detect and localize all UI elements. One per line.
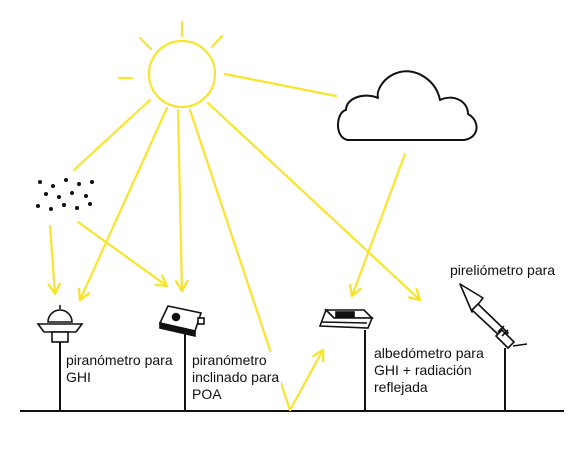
tilted-pyranometer-icon bbox=[158, 305, 205, 411]
pyrheliometer-label: pireliómetro para bbox=[448, 262, 558, 279]
label-line: piranómetro bbox=[192, 352, 267, 368]
label-line: pireliómetro para bbox=[450, 262, 556, 278]
albedometer-icon bbox=[318, 308, 374, 411]
ray-ground-reflection bbox=[288, 348, 325, 412]
ray-sun-to-poa bbox=[174, 108, 189, 293]
label-line: reflejada bbox=[374, 379, 428, 395]
pyrheliometer-icon bbox=[459, 283, 528, 411]
poa-pyranometer-label: piranómetro inclinado para POA bbox=[190, 352, 282, 403]
label-line: piranómetro para bbox=[66, 352, 173, 368]
label-line: GHI bbox=[66, 369, 91, 385]
albedometer-label: albedómetro para GHI + radiación refleja… bbox=[372, 345, 486, 396]
label-line: GHI + radiación bbox=[374, 362, 472, 378]
ray-particles-to-ghi bbox=[47, 224, 62, 296]
aerosol-particles-icon bbox=[36, 178, 94, 211]
radiation-rays bbox=[47, 72, 422, 412]
ray-cloud-to-albedometer bbox=[348, 152, 407, 298]
ray-sun-to-cloud bbox=[223, 72, 338, 98]
sun-icon bbox=[117, 20, 224, 109]
dome-pyranometer-icon bbox=[36, 305, 84, 411]
ray-sun-to-pyrheliometer bbox=[206, 101, 422, 302]
ghi-pyranometer-label: piranómetro para GHI bbox=[64, 352, 175, 386]
ray-particles-to-poa bbox=[76, 220, 169, 288]
ray-sun-to-ghi bbox=[77, 106, 169, 302]
cloud-icon bbox=[337, 70, 478, 141]
label-line: albedómetro para bbox=[374, 345, 484, 361]
ray-sun-to-particles bbox=[72, 98, 152, 172]
label-line: inclinado para bbox=[192, 369, 280, 385]
label-line: POA bbox=[192, 386, 222, 402]
